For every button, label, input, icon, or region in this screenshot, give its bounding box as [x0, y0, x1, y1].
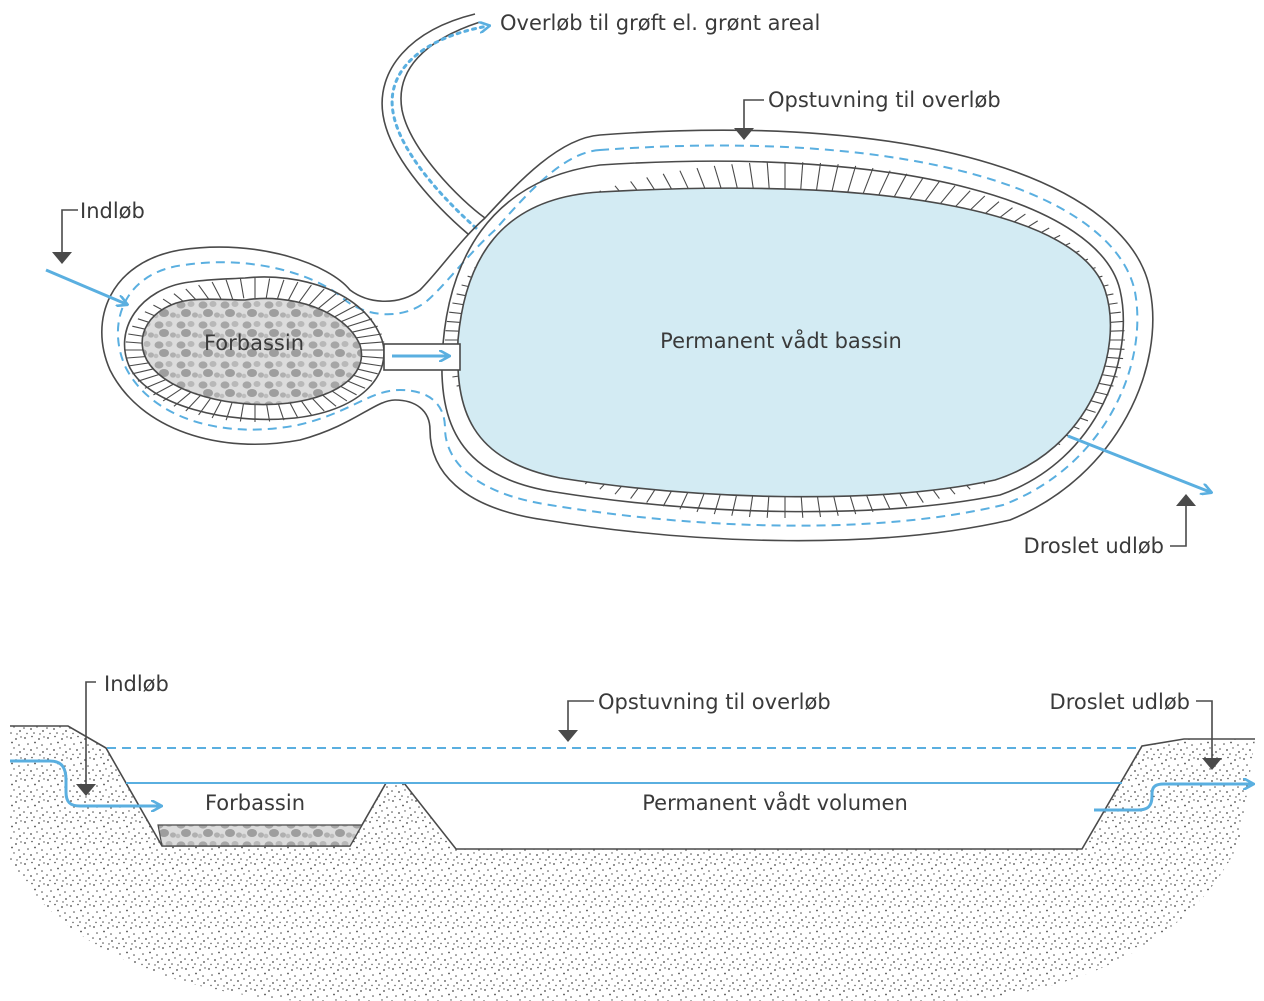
storage-leader [743, 99, 764, 130]
section-storage-leader [567, 700, 594, 730]
pond-slope-tick [731, 164, 739, 192]
section-forebay-label: Forbassin [205, 791, 305, 815]
overflow-channel-outer-wall [400, 21, 486, 219]
plan-outlet-leader [1170, 504, 1187, 547]
storage-pointer [734, 128, 754, 140]
section-view: Indløb Opstuvning til overløb Droslet ud… [10, 672, 1255, 1001]
plan-inlet-pointer [52, 252, 72, 264]
section-forebay-gravel [157, 824, 364, 847]
forebay-slope-tick [352, 333, 382, 339]
forebay-slope-tick [198, 396, 213, 416]
overflow-label: Overløb til grøft el. grønt areal [500, 11, 820, 35]
section-inlet-label: Indløb [104, 672, 169, 696]
plan-inlet-arrow [45, 268, 126, 304]
forebay-slope-tick [297, 284, 312, 304]
overflow-flow-path [390, 26, 488, 230]
section-storage-pointer [558, 730, 578, 742]
forebay-slope-tick [225, 400, 234, 421]
permanent-wet-pond [456, 187, 1112, 498]
plan-view: Overløb til grøft el. grønt areal Opstuv… [45, 11, 1210, 558]
section-outlet-leader [1196, 700, 1213, 758]
section-inlet-flow [10, 759, 160, 806]
plan-outlet-label: Droslet udløb [1024, 534, 1164, 558]
forebay-slope-tick [185, 393, 203, 412]
forebay-slope-tick [211, 281, 223, 302]
pond-slope-tick [877, 170, 891, 198]
forebay-slope-tick [349, 325, 378, 334]
section-outlet-flow [1094, 784, 1252, 812]
forebay-slope-tick [339, 311, 366, 323]
forebay-slope-tick [225, 279, 234, 300]
forebay-slope-tick [316, 293, 337, 310]
forebay-slope-tick [287, 281, 299, 302]
forebay-slope-tick [173, 390, 194, 407]
section-outlet-pointer [1202, 758, 1222, 770]
plan-inlet-label: Indløb [80, 199, 145, 223]
forebay-slope-tick [307, 288, 325, 307]
forebay-slope-tick [276, 279, 285, 300]
plan-outlet-pointer [1176, 494, 1196, 506]
outer-embankment [101, 129, 1154, 542]
forebay-slope-tick [211, 398, 223, 419]
forebay-slope-tick [239, 278, 245, 299]
soil-body [10, 726, 1255, 1001]
plan-inlet-leader [61, 209, 78, 252]
forebay-slope-tick [332, 304, 357, 319]
pond-slope-tick [831, 164, 839, 192]
section-outlet-label: Droslet udløb [1050, 690, 1190, 714]
section-volume-label: Permanent vådt volumen [642, 790, 908, 815]
pond-slope-tick [892, 173, 908, 201]
forebay-slope-tick [162, 386, 185, 402]
pond-slope-tick [748, 162, 755, 191]
forebay-slope-tick [239, 401, 245, 422]
section-storage-label: Opstuvning til overløb [598, 690, 831, 714]
pond-slope-tick [800, 162, 804, 191]
section-inlet-leader [85, 681, 96, 784]
pond-slope-tick [766, 162, 770, 191]
forebay-slope-tick [325, 298, 348, 314]
forebay-gravel-bed [141, 297, 363, 406]
max-water-line [116, 144, 1139, 527]
forebay-slope-tick [265, 278, 271, 299]
plan-forebay-label: Forbassin [204, 331, 304, 355]
storage-label: Opstuvning til overløb [768, 88, 1001, 112]
pond-slope-tick [815, 162, 822, 191]
forebay-slope-tick [344, 318, 373, 328]
overflow-channel-inner-wall [381, 13, 476, 235]
pond-embankment [441, 160, 1124, 513]
section-inlet-pointer [76, 784, 96, 796]
plan-pond-label: Permanent vådt bassin [660, 328, 902, 353]
pond-slope-tick [846, 165, 857, 194]
pond-slope-tick [862, 167, 874, 196]
plan-outlet-arrow [1067, 434, 1210, 492]
